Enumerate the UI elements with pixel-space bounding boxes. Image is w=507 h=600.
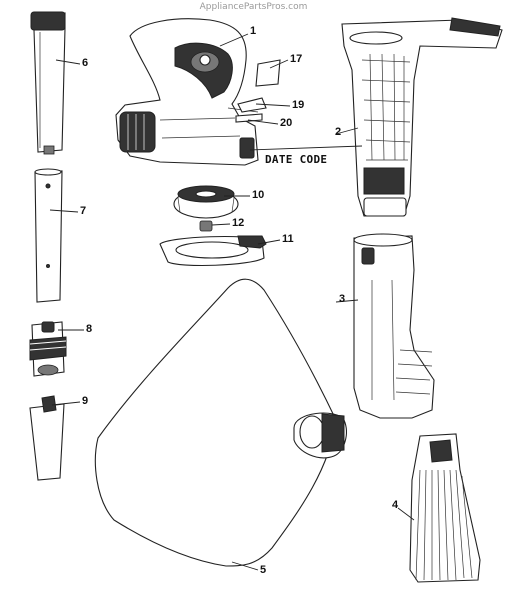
part-7-middle-tube[interactable] bbox=[34, 168, 63, 303]
callout-3: 3 bbox=[339, 293, 346, 305]
part-10-impeller[interactable] bbox=[173, 185, 239, 219]
leader-lines bbox=[49, 33, 415, 571]
part-2-blower-tube[interactable] bbox=[341, 17, 503, 217]
part-5-collection-bag[interactable] bbox=[94, 278, 347, 567]
callout-8: 8 bbox=[86, 323, 93, 335]
part-4-rake-attachment[interactable] bbox=[409, 433, 481, 583]
callout-7: 7 bbox=[80, 205, 87, 217]
part-12-nut[interactable] bbox=[199, 220, 213, 232]
callout-4: 4 bbox=[392, 499, 399, 511]
callout-9: 9 bbox=[82, 395, 89, 407]
callout-20: 20 bbox=[280, 117, 293, 129]
callout-11: 11 bbox=[282, 233, 294, 245]
part-9-end-cap[interactable] bbox=[29, 395, 65, 481]
callout-6: 6 bbox=[82, 57, 89, 69]
part-11-fan-cover[interactable] bbox=[159, 235, 267, 267]
callout-5: 5 bbox=[260, 564, 267, 576]
callout-17: 17 bbox=[290, 53, 303, 65]
watermark-text: AppliancePartsPros.com bbox=[199, 2, 308, 12]
part-3-vacuum-tube[interactable] bbox=[353, 233, 435, 419]
callout-12: 12 bbox=[232, 217, 245, 229]
part-20-screw[interactable] bbox=[235, 113, 263, 123]
part-1-motor-housing[interactable] bbox=[115, 18, 259, 166]
part-19-switch[interactable] bbox=[237, 97, 267, 113]
part-17-label-plate[interactable] bbox=[255, 59, 281, 87]
part-8-nozzle-clip[interactable] bbox=[29, 321, 67, 377]
callout-1: 1 bbox=[250, 25, 257, 37]
callout-2: 2 bbox=[335, 126, 342, 138]
date-code-label: DATE CODE bbox=[265, 153, 328, 166]
callout-19: 19 bbox=[292, 99, 305, 111]
part-6-upper-tube[interactable] bbox=[30, 11, 66, 155]
callout-10: 10 bbox=[252, 189, 265, 201]
